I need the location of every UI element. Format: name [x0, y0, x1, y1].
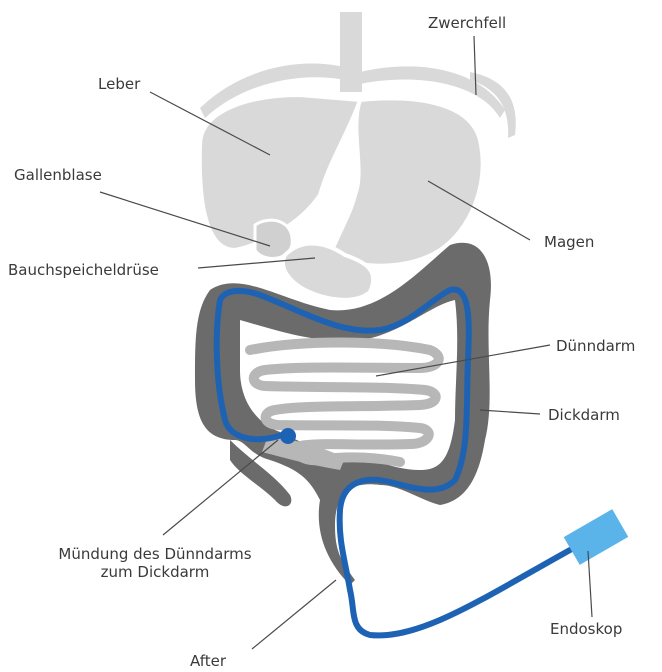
stomach — [330, 98, 483, 265]
leader-after — [252, 580, 336, 649]
leader-endoskop — [588, 551, 592, 617]
endoscope-device — [564, 509, 628, 565]
label-dickdarm: Dickdarm — [548, 406, 620, 424]
label-duenndarm: Dünndarm — [556, 337, 635, 355]
label-muendung-line2: zum Dickdarm — [30, 563, 280, 581]
label-bauchspeicheldruese: Bauchspeicheldrüse — [8, 261, 159, 279]
label-muendung-line1: Mündung des Dünndarms — [30, 545, 280, 563]
label-magen: Magen — [544, 233, 594, 251]
label-leber: Leber — [98, 75, 140, 93]
label-muendung: Mündung des Dünndarms zum Dickdarm — [30, 545, 280, 581]
label-endoskop: Endoskop — [550, 620, 622, 638]
label-zwerchfell: Zwerchfell — [428, 14, 506, 32]
label-after: After — [190, 652, 226, 670]
label-gallenblase: Gallenblase — [14, 166, 102, 184]
endoscope-tip — [280, 428, 296, 444]
